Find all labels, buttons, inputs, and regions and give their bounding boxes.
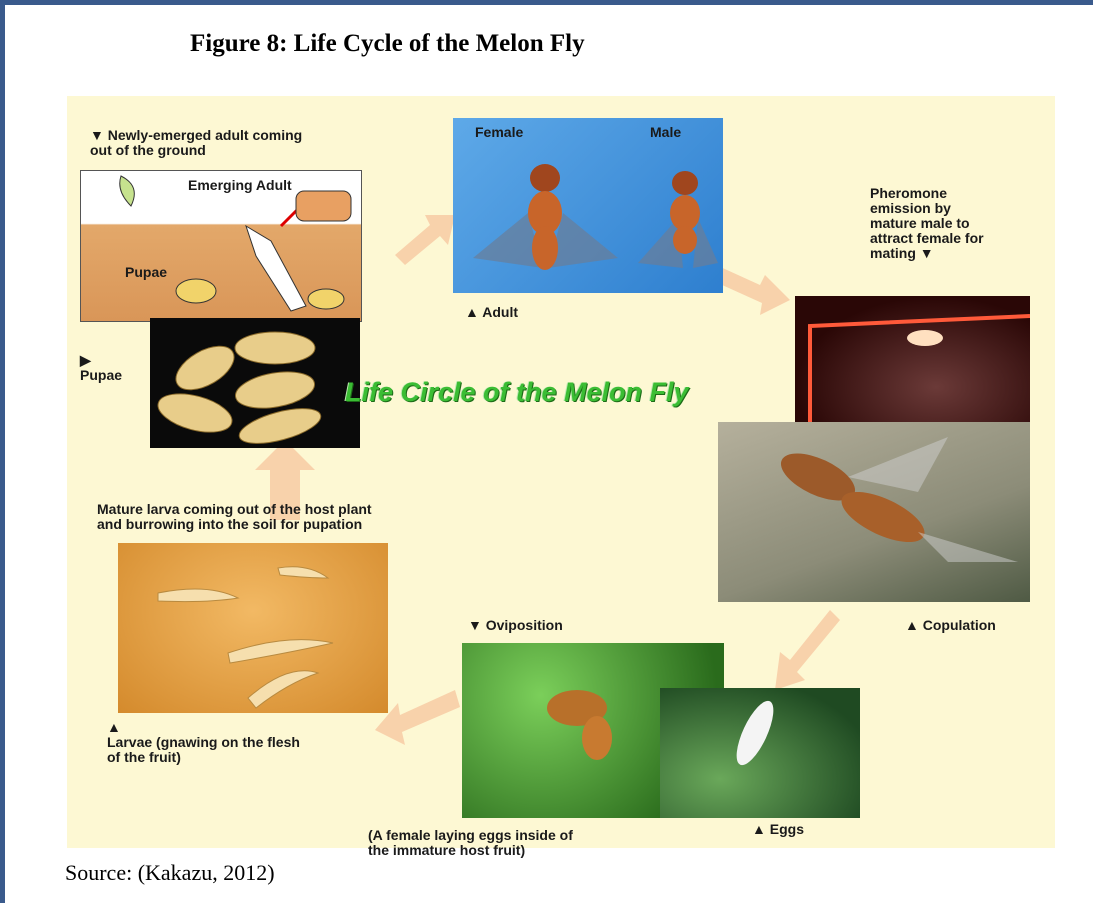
pupae-sketch-label: Pupae — [125, 265, 167, 280]
pupae-photo — [150, 318, 360, 448]
fly-wing — [848, 437, 948, 492]
pupa-sketch-shape — [308, 289, 344, 309]
diagram-center-title: Life Circle of the Melon Fly — [345, 377, 689, 408]
larva-shape — [158, 589, 238, 602]
newly-emerged-label: ▼ Newly-emerged adult coming out of the … — [90, 128, 302, 158]
egg-cluster — [729, 696, 780, 770]
female-fly-drawing — [473, 164, 618, 270]
pupa-shape — [233, 366, 318, 413]
adult-flies-photo — [453, 118, 723, 293]
emerging-adult-label: Emerging Adult — [188, 178, 292, 193]
male-label: Male — [650, 125, 681, 140]
soil-rock — [296, 191, 351, 221]
pupa-shape — [154, 387, 236, 440]
eggs-label: ▲ Eggs — [752, 822, 804, 837]
pupa-shape — [169, 337, 241, 398]
larva-shape — [228, 640, 333, 663]
male-fly-emitting — [907, 330, 943, 346]
mature-larva-label: Mature larva coming out of the host plan… — [97, 502, 372, 532]
figure-source: Source: (Kakazu, 2012) — [65, 860, 275, 886]
eggs-photo — [660, 688, 860, 818]
emerging-adult-figure — [246, 226, 306, 311]
fly-wing — [918, 532, 1018, 562]
leaf-sprout — [120, 176, 135, 206]
larvae-label: ▲ Larvae (gnawing on the flesh of the fr… — [107, 720, 300, 765]
larvae-photo — [118, 543, 388, 713]
male-fly-drawing — [638, 171, 718, 268]
pupa-shape — [236, 402, 324, 448]
arrow-copulation-to-eggs — [775, 610, 840, 690]
pheromone-photo — [795, 296, 1030, 426]
copulation-photo — [718, 422, 1030, 602]
female-label: Female — [475, 125, 523, 140]
larva-shape — [278, 567, 328, 578]
pheromone-label: Pheromone emission by mature male to att… — [870, 186, 984, 261]
larva-shape — [248, 671, 318, 708]
female-fly-body — [582, 716, 612, 760]
female-laying-label: (A female laying eggs inside of the imma… — [368, 828, 573, 858]
pupae-label: ▶ Pupae — [80, 353, 122, 383]
copulation-label: ▲ Copulation — [905, 618, 996, 633]
arrow-pupae-to-adult — [395, 215, 455, 265]
adult-label: ▲ Adult — [465, 305, 518, 320]
pupa-shape — [235, 332, 315, 364]
pupa-sketch-shape — [176, 279, 216, 303]
oviposition-label: ▼ Oviposition — [468, 618, 563, 633]
